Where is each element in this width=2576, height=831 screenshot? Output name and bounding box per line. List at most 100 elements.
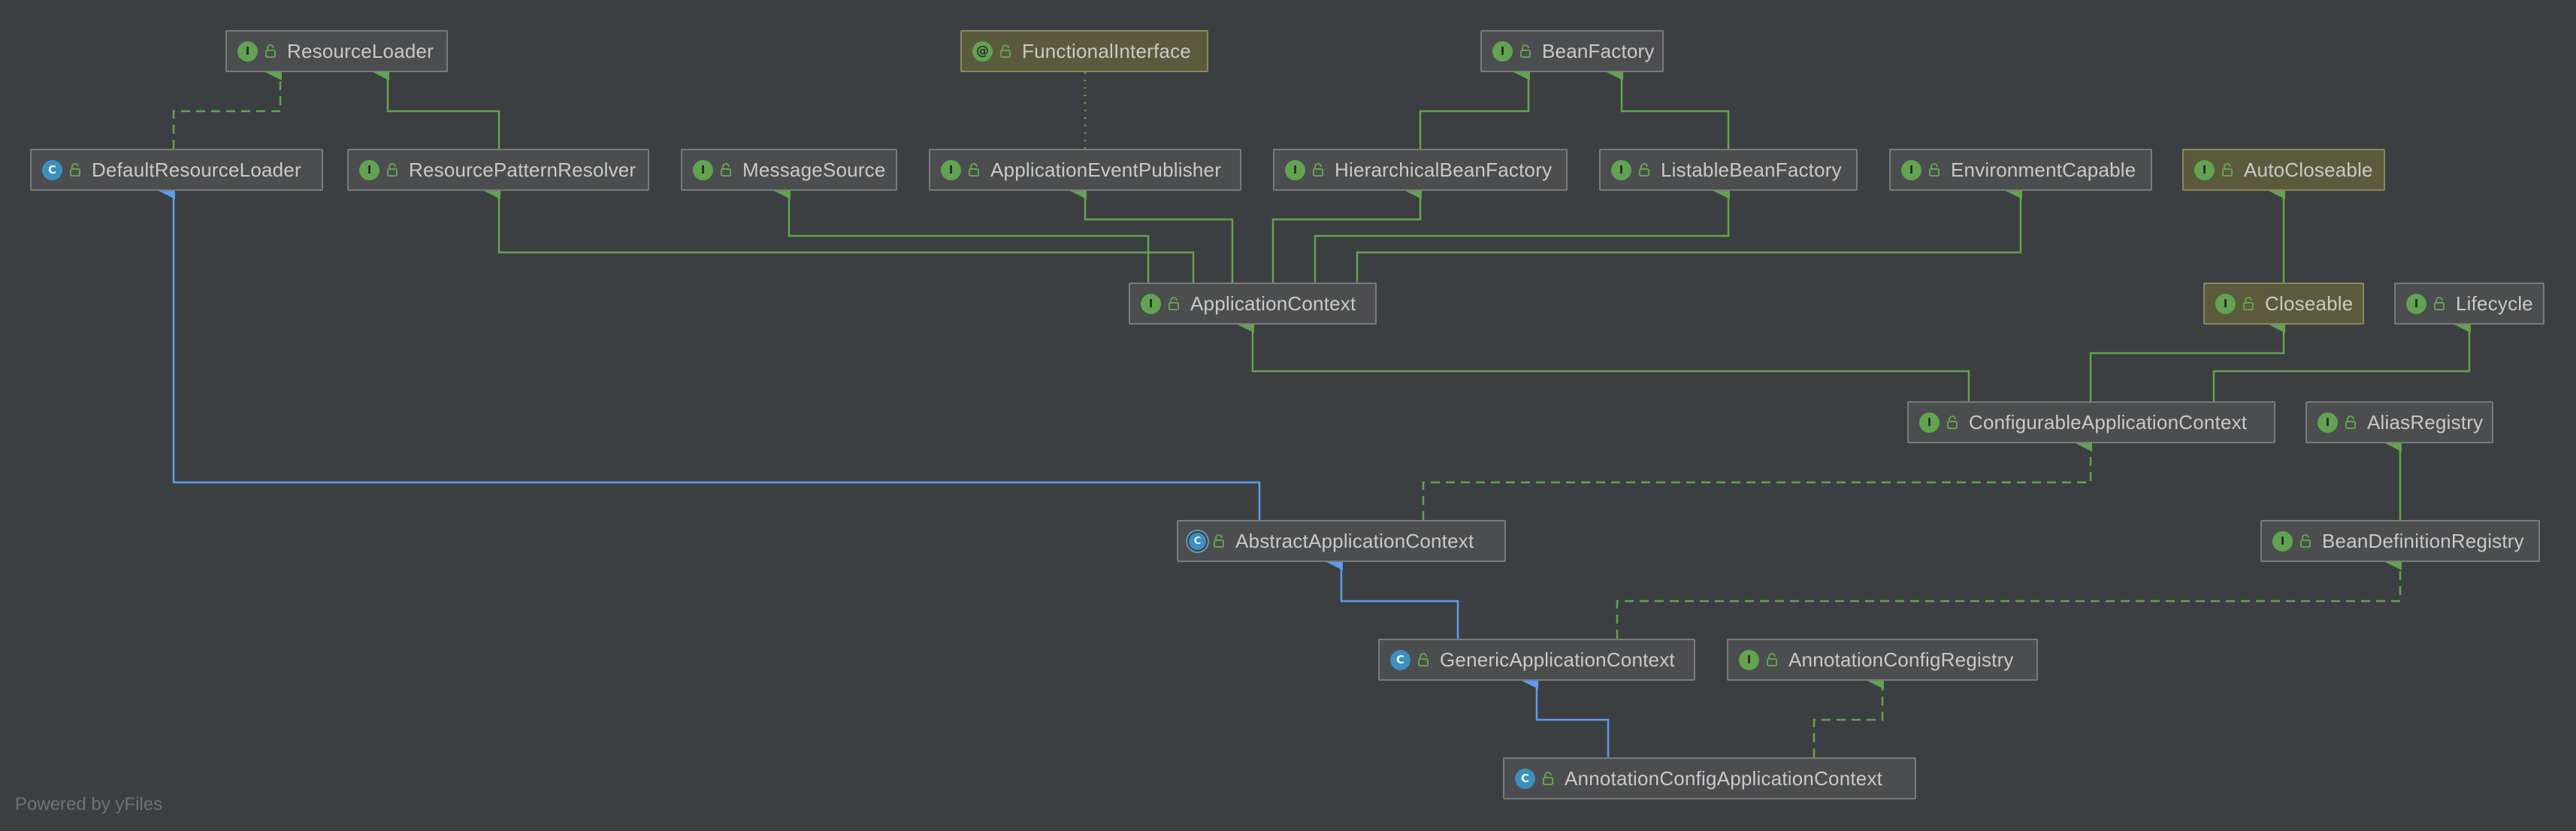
- class-node-label: ResourcePatternResolver: [409, 158, 636, 181]
- class-node-bean-factory[interactable]: I BeanFactory: [1480, 30, 1664, 72]
- class-node-label: BeanFactory: [1542, 39, 1655, 62]
- class-node-label: Closeable: [2265, 292, 2354, 315]
- edge-ApplicationContext-to-MessageSource: [774, 183, 1150, 283]
- class-node-resource-loader[interactable]: I ResourceLoader: [225, 30, 448, 72]
- public-access-icon: [1946, 416, 1958, 429]
- class-node-functional-interface[interactable]: @ FunctionalInterface: [960, 30, 1208, 72]
- edge-ApplicationContext-to-HierarchicalBeanFactory: [1271, 183, 1422, 283]
- public-access-icon: [999, 44, 1011, 58]
- class-icon: C: [42, 159, 62, 180]
- class-node-abstract-application-context[interactable]: C AbstractApplicationContext: [1177, 520, 1506, 562]
- interface-icon: I: [1611, 159, 1631, 180]
- public-access-icon: [1542, 772, 1554, 785]
- class-node-auto-closeable[interactable]: I AutoCloseable: [2182, 149, 2385, 191]
- class-node-listable-bean-factory[interactable]: I ListableBeanFactory: [1599, 149, 1858, 191]
- class-node-label: ApplicationContext: [1190, 292, 1356, 315]
- class-node-application-event-publisher[interactable]: I ApplicationEventPublisher: [929, 149, 1241, 191]
- public-access-icon: [1168, 297, 1180, 310]
- class-node-label: ApplicationEventPublisher: [990, 158, 1222, 181]
- class-node-annotation-config-registry[interactable]: I AnnotationConfigRegistry: [1727, 639, 2038, 681]
- annotation-icon: @: [972, 41, 993, 62]
- interface-icon: I: [2406, 293, 2426, 314]
- edge-ApplicationContext-to-ResourcePatternResolver: [484, 183, 1195, 283]
- public-access-icon: [1417, 653, 1429, 666]
- class-node-hierarchical-bean-factory[interactable]: I HierarchicalBeanFactory: [1273, 149, 1568, 191]
- abstract-class-icon: C: [1189, 532, 1206, 550]
- class-node-annotation-config-application-context[interactable]: C AnnotationConfigApplicationContext: [1503, 757, 1916, 799]
- class-node-lifecycle[interactable]: I Lifecycle: [2394, 283, 2544, 325]
- public-access-icon: [1928, 163, 1940, 177]
- class-node-label: EnvironmentCapable: [1951, 158, 2136, 181]
- edge-HierarchicalBeanFactory-to-BeanFactory: [1419, 64, 1530, 149]
- public-access-icon: [2299, 534, 2311, 548]
- public-access-icon: [2242, 297, 2254, 310]
- class-node-label: AbstractApplicationContext: [1235, 529, 1474, 552]
- public-access-icon: [1213, 534, 1225, 548]
- edge-GenericApplicationContext-to-AbstractApplicationContext: [1326, 554, 1459, 639]
- edge-ApplicationContext-to-EnvironmentCapable: [1356, 183, 2022, 283]
- edge-ApplicationContext-to-ListableBeanFactory: [1314, 183, 1730, 283]
- class-node-label: AutoCloseable: [2244, 158, 2373, 181]
- class-icon: C: [1390, 649, 1410, 670]
- class-node-label: ResourceLoader: [287, 39, 434, 62]
- class-node-label: AnnotationConfigRegistry: [1788, 648, 2014, 671]
- interface-icon: I: [359, 159, 379, 180]
- edge-ListableBeanFactory-to-BeanFactory: [1607, 64, 1730, 149]
- public-access-icon: [968, 163, 980, 177]
- interface-icon: I: [1739, 649, 1759, 670]
- public-access-icon: [386, 163, 398, 177]
- class-node-alias-registry[interactable]: I AliasRegistry: [2305, 401, 2493, 443]
- interface-icon: I: [237, 41, 258, 62]
- interface-icon: I: [1492, 41, 1513, 62]
- public-access-icon: [69, 163, 81, 177]
- class-node-label: ListableBeanFactory: [1661, 158, 1842, 181]
- class-node-generic-application-context[interactable]: C GenericApplicationContext: [1378, 639, 1695, 681]
- class-node-label: HierarchicalBeanFactory: [1335, 158, 1553, 181]
- class-icon: C: [1515, 768, 1535, 789]
- interface-icon: I: [1919, 412, 1940, 433]
- edge-DefaultResourceLoader-to-ResourceLoader: [172, 64, 282, 149]
- class-node-label: ConfigurableApplicationContext: [1969, 410, 2248, 434]
- edge-ResourcePatternResolver-to-ResourceLoader: [373, 64, 500, 149]
- class-node-label: MessageSource: [742, 158, 886, 181]
- public-access-icon: [265, 44, 277, 58]
- interface-icon: I: [941, 159, 961, 180]
- interface-icon: I: [1285, 159, 1305, 180]
- edge-AbstractApplicationContext-to-DefaultResourceLoader: [159, 183, 1261, 520]
- class-node-environment-capable[interactable]: I EnvironmentCapable: [1889, 149, 2152, 191]
- interface-icon: I: [2215, 293, 2236, 314]
- public-access-icon: [2433, 297, 2445, 310]
- watermark: Powered by yFiles: [15, 794, 163, 814]
- class-node-label: AnnotationConfigApplicationContext: [1565, 766, 1883, 790]
- class-node-label: FunctionalInterface: [1022, 39, 1191, 62]
- interface-icon: I: [1901, 159, 1921, 180]
- edge-GenericApplicationContext-to-BeanDefinitionRegistry: [1616, 554, 2402, 639]
- class-node-label: DefaultResourceLoader: [92, 158, 301, 181]
- interface-icon: I: [2317, 412, 2338, 433]
- class-node-resource-pattern-resolver[interactable]: I ResourcePatternResolver: [347, 149, 649, 191]
- class-node-configurable-application-context[interactable]: I ConfigurableApplicationContext: [1907, 401, 2275, 443]
- public-access-icon: [720, 163, 732, 177]
- edge-AbstractApplicationContext-to-ConfigurableApplicationContext: [1422, 435, 2092, 520]
- interface-icon: I: [2194, 159, 2215, 180]
- public-access-icon: [2345, 416, 2357, 429]
- public-access-icon: [2221, 163, 2233, 177]
- public-access-icon: [1638, 163, 1650, 177]
- class-node-default-resource-loader[interactable]: C DefaultResourceLoader: [30, 149, 323, 191]
- class-node-closeable[interactable]: I Closeable: [2203, 283, 2364, 325]
- class-node-label: GenericApplicationContext: [1440, 648, 1675, 671]
- class-node-label: AliasRegistry: [2367, 410, 2484, 434]
- interface-icon: I: [2272, 530, 2293, 551]
- edge-ConfigurableApplicationContext-to-ApplicationContext: [1238, 316, 1970, 401]
- interface-icon: I: [693, 159, 713, 180]
- edge-ConfigurableApplicationContext-to-Lifecycle: [2212, 316, 2471, 401]
- class-node-label: Lifecycle: [2456, 292, 2533, 315]
- public-access-icon: [1312, 163, 1324, 177]
- class-node-message-source[interactable]: I MessageSource: [681, 149, 897, 191]
- public-access-icon: [1519, 44, 1531, 58]
- edge-AnnotationConfigApplicationContext-to-AnnotationConfigRegistry: [1813, 672, 1884, 757]
- edges-layer: [159, 64, 2471, 757]
